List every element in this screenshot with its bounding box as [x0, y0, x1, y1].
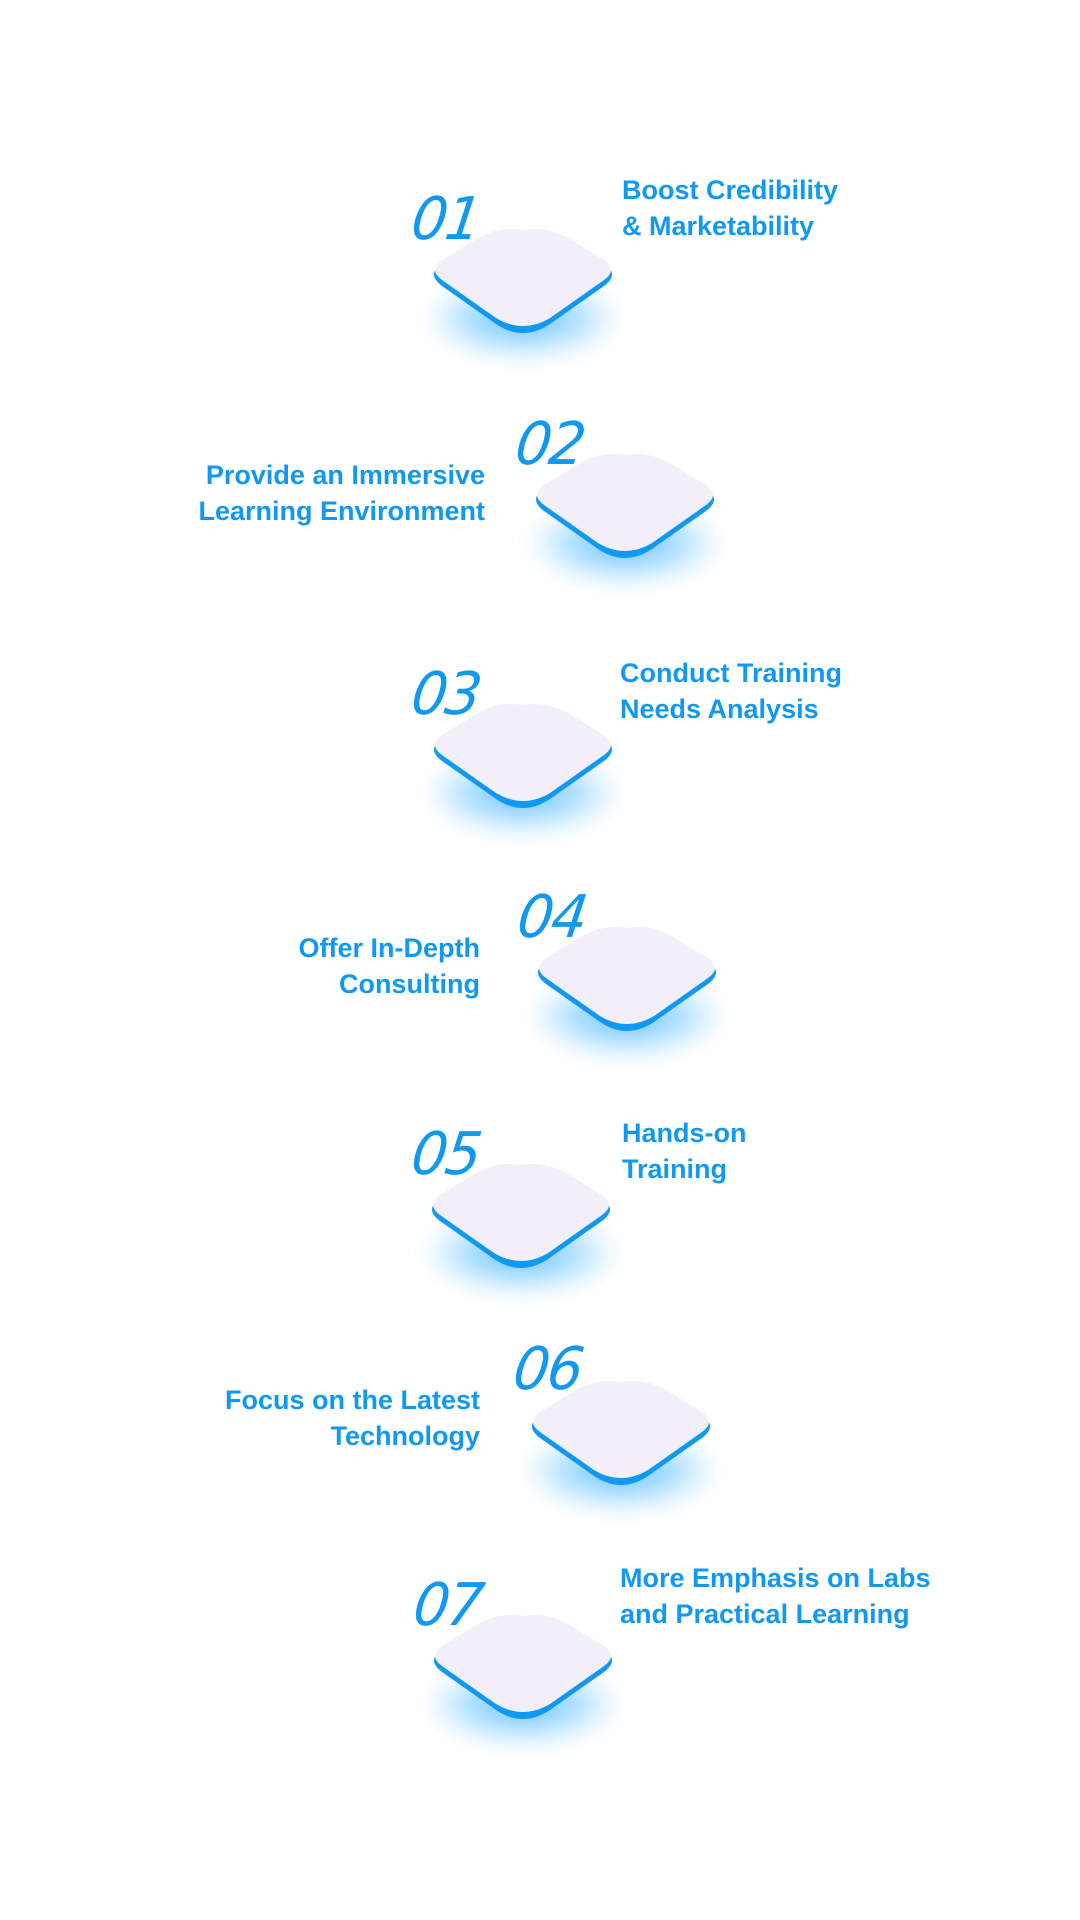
step-number: 04: [513, 883, 591, 952]
step-label-line-2: Needs Analysis: [620, 694, 819, 724]
step-4: 04 Offer In-Depth Consulting: [0, 868, 1080, 1108]
isometric-tile: [432, 1164, 610, 1268]
isometric-tile: [434, 1615, 612, 1719]
isometric-tile: [538, 927, 716, 1031]
isometric-tile: [536, 454, 714, 558]
step-label: More Emphasis on Labs and Practical Lear…: [620, 1560, 931, 1632]
step-label-line-2: Learning Environment: [198, 496, 485, 526]
step-number: 05: [407, 1120, 485, 1189]
step-5: 05 Hands-on Training: [0, 1105, 1080, 1345]
step-label-line-2: Consulting: [339, 969, 480, 999]
step-2: 02 Provide an Immersive Learning Environ…: [0, 395, 1080, 635]
step-label: Focus on the Latest Technology: [225, 1382, 480, 1454]
step-label-line-1: Boost Credibility: [622, 175, 839, 205]
step-3: 03 Conduct Training Needs Analysis: [0, 645, 1080, 885]
step-label-line-1: Hands-on: [622, 1118, 747, 1148]
isometric-tile: [532, 1381, 710, 1485]
step-label-line-2: & Marketability: [622, 211, 815, 241]
step-label-line-1: More Emphasis on Labs: [620, 1563, 931, 1593]
isometric-tile: [434, 229, 612, 333]
step-label: Boost Credibility & Marketability: [622, 172, 838, 244]
step-number: 01: [407, 185, 485, 254]
step-number: 07: [409, 1571, 487, 1640]
step-6: 06 Focus on the Latest Technology: [0, 1322, 1080, 1562]
isometric-tile: [434, 704, 612, 808]
step-label-line-1: Offer In-Depth: [298, 933, 481, 963]
step-label: Hands-on Training: [622, 1115, 747, 1187]
step-1: 01 Boost Credibility & Marketability: [0, 170, 1080, 410]
step-7: 07 More Emphasis on Labs and Practical L…: [0, 1556, 1080, 1796]
step-label-line-1: Conduct Training: [620, 658, 842, 688]
step-label: Offer In-Depth Consulting: [299, 930, 481, 1002]
step-label-line-2: Technology: [330, 1421, 480, 1451]
step-number: 02: [511, 410, 589, 479]
step-label: Provide an Immersive Learning Environmen…: [198, 457, 485, 529]
step-label-line-2: and Practical Learning: [620, 1599, 910, 1629]
step-number: 03: [407, 660, 485, 729]
step-label-line-2: Training: [622, 1154, 728, 1184]
step-label-line-1: Provide an Immersive: [205, 460, 485, 490]
step-number: 06: [509, 1335, 587, 1404]
step-label-line-1: Focus on the Latest: [224, 1385, 480, 1415]
step-label: Conduct Training Needs Analysis: [620, 655, 842, 727]
